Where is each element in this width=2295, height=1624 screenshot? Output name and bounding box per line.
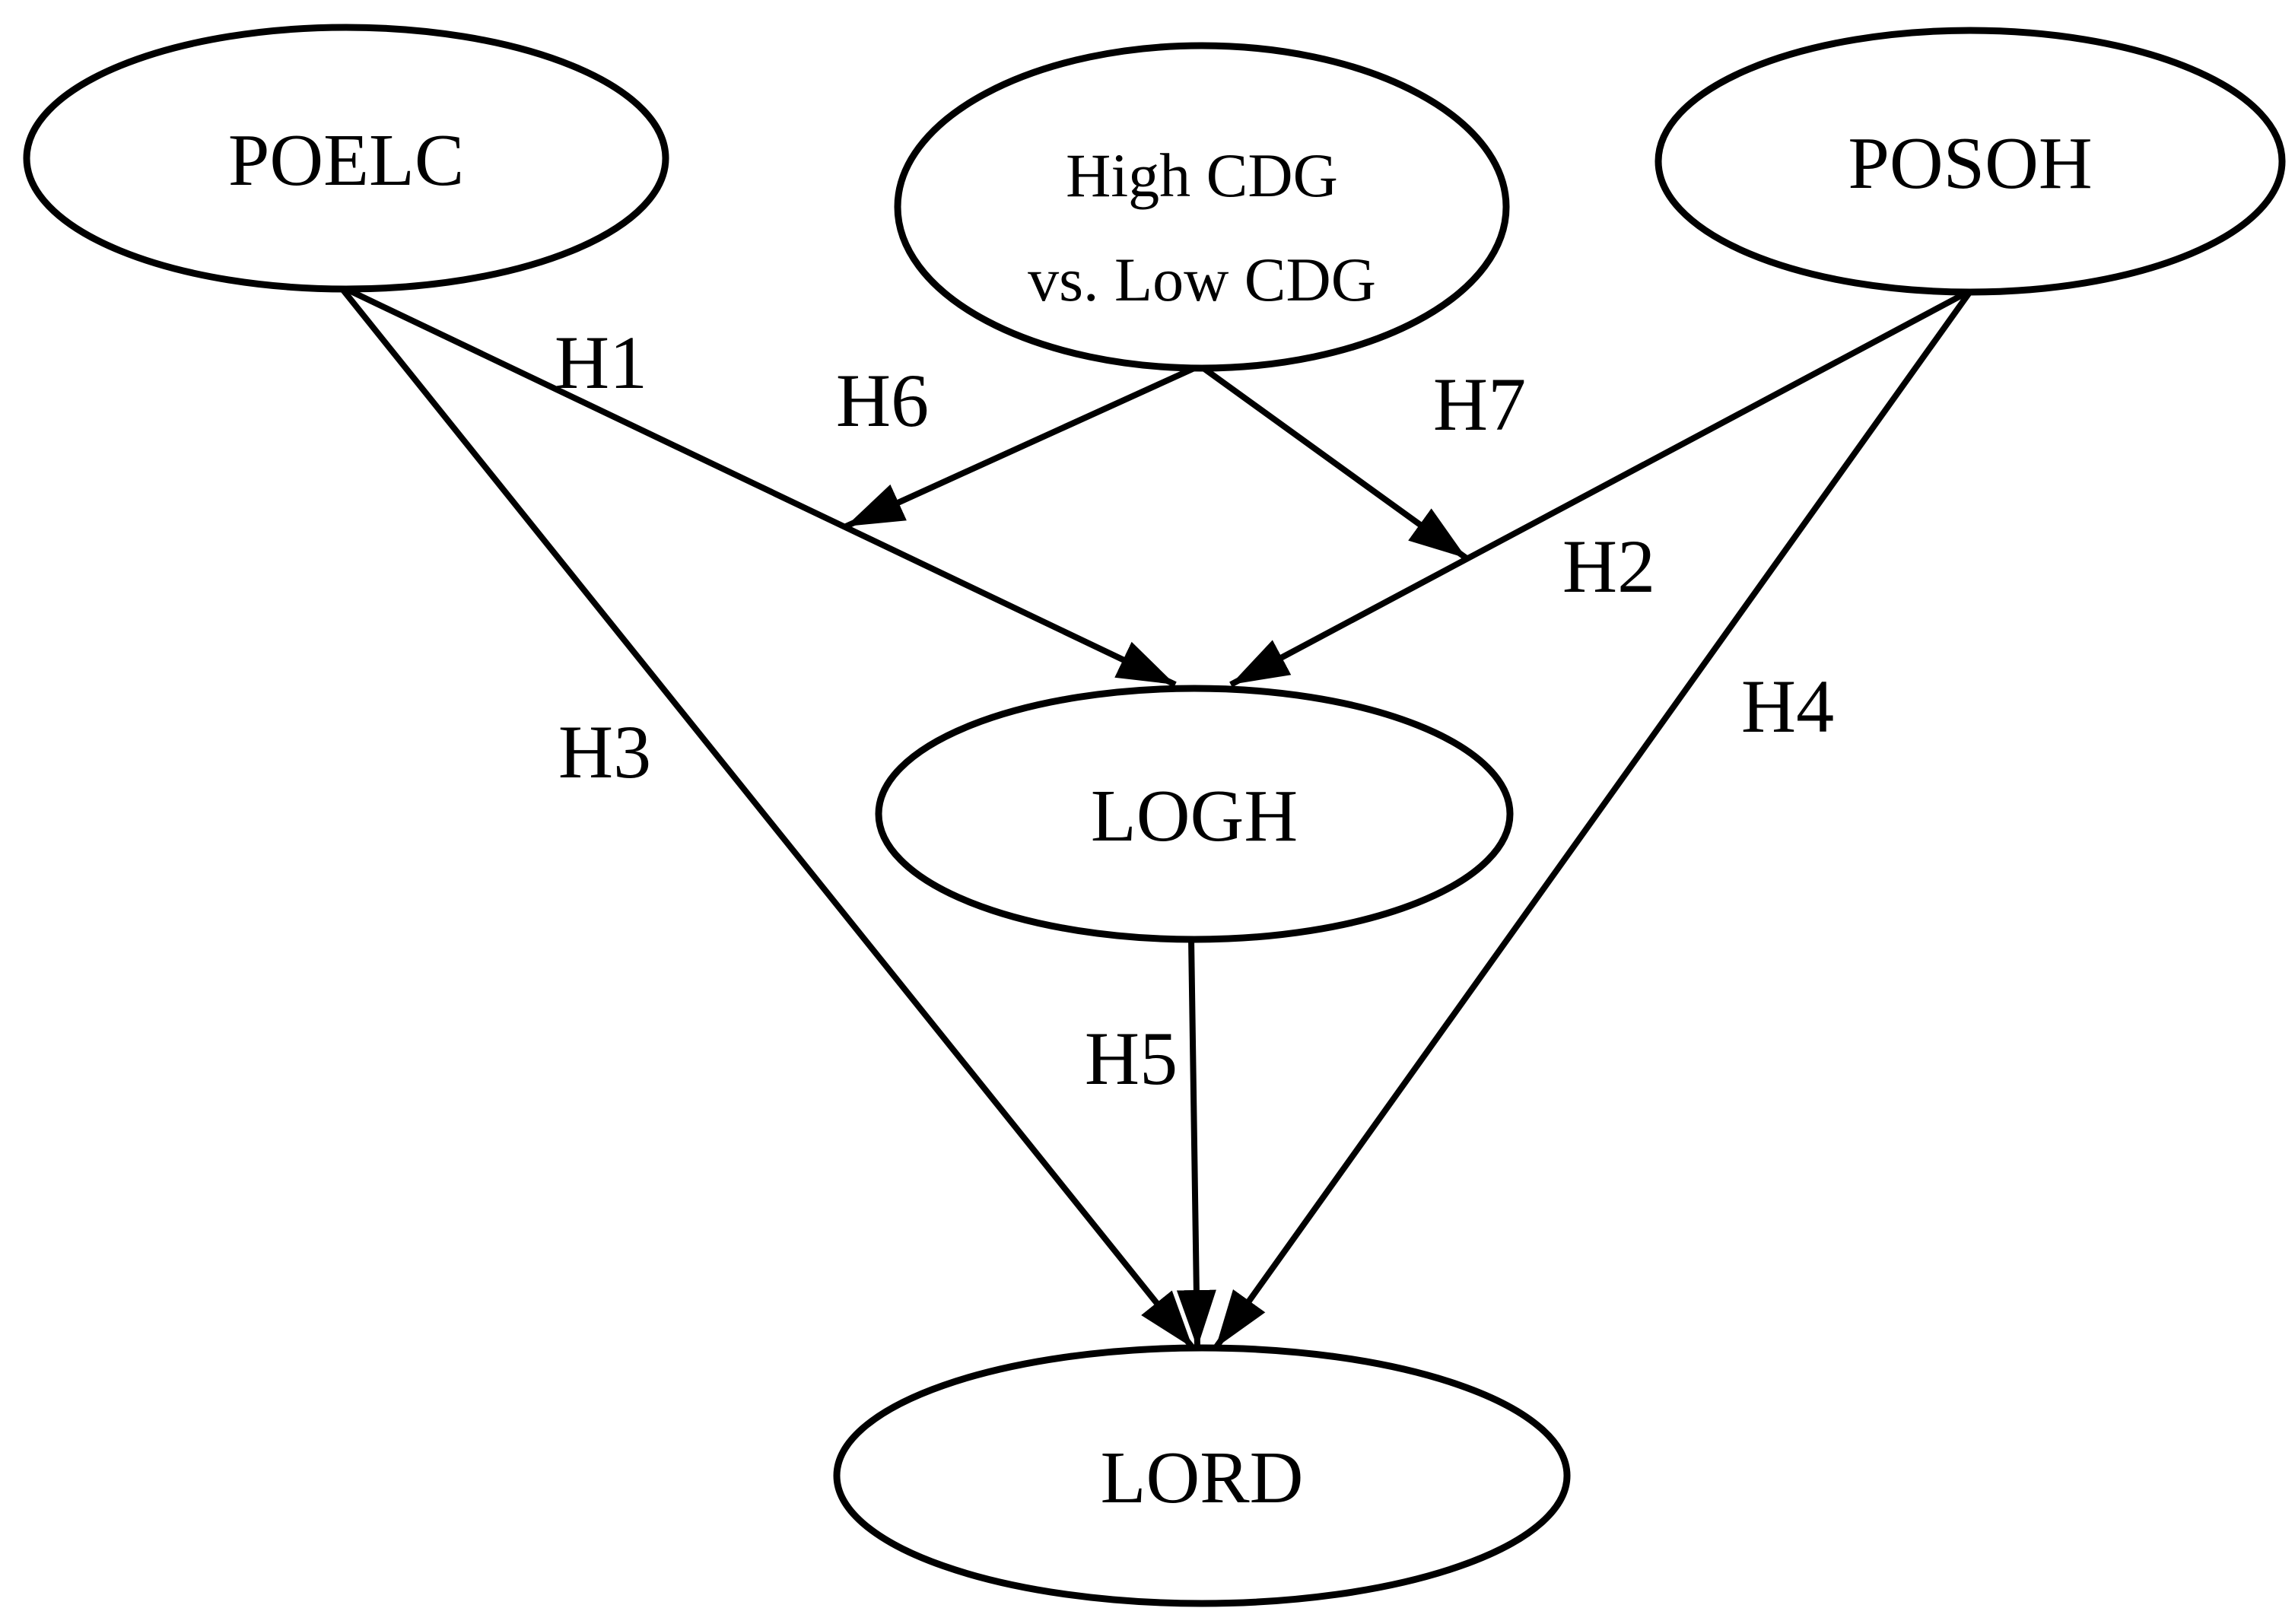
- edge-h1-line: [345, 286, 1177, 688]
- node-posoh-label: POSOH: [1848, 122, 2092, 205]
- node-cdg-label-line2: vs. Low CDG: [1028, 245, 1376, 314]
- edge-h1-label: H1: [555, 320, 647, 405]
- node-cdg: High CDG vs. Low CDG: [894, 42, 1510, 372]
- edge-h6-line: [844, 365, 1196, 529]
- edge-h2-label: H2: [1562, 524, 1655, 609]
- edge-h3-line: [339, 287, 1196, 1350]
- node-poelc: POELC: [23, 24, 669, 293]
- edge-h4-label: H4: [1741, 664, 1834, 748]
- node-logh-label: LOGH: [1091, 775, 1298, 857]
- edge-h7-line: [1201, 365, 1469, 561]
- edge-h5-line: [1176, 939, 1216, 1349]
- node-lord-label: LORD: [1101, 1437, 1304, 1519]
- node-poelc-ellipse: [23, 24, 669, 293]
- edges-group: [339, 286, 1972, 1350]
- edge-labels-group: H1 H6 H7 H2 H3 H4 H5: [555, 320, 1834, 1101]
- edge-h2-line: [1229, 290, 1968, 688]
- edge-h4-line: [1213, 291, 1972, 1350]
- edge-h7-label: H7: [1433, 362, 1526, 447]
- node-logh-ellipse: [875, 685, 1514, 943]
- node-lord: LORD: [833, 1344, 1571, 1607]
- node-posoh-ellipse: [1654, 27, 2286, 296]
- node-poelc-label: POELC: [228, 119, 464, 202]
- node-cdg-label-line1: High CDG: [1066, 141, 1338, 210]
- nodes-group: POELC High CDG vs. Low CDG POSOH LOGH: [23, 24, 2286, 1607]
- node-lord-ellipse: [833, 1344, 1571, 1607]
- node-posoh: POSOH: [1654, 27, 2286, 296]
- edge-h6-label: H6: [836, 358, 929, 443]
- node-cdg-ellipse: [894, 42, 1510, 372]
- edge-h5-label: H5: [1085, 1016, 1178, 1101]
- edge-h3-label: H3: [558, 710, 651, 794]
- node-logh: LOGH: [875, 685, 1514, 943]
